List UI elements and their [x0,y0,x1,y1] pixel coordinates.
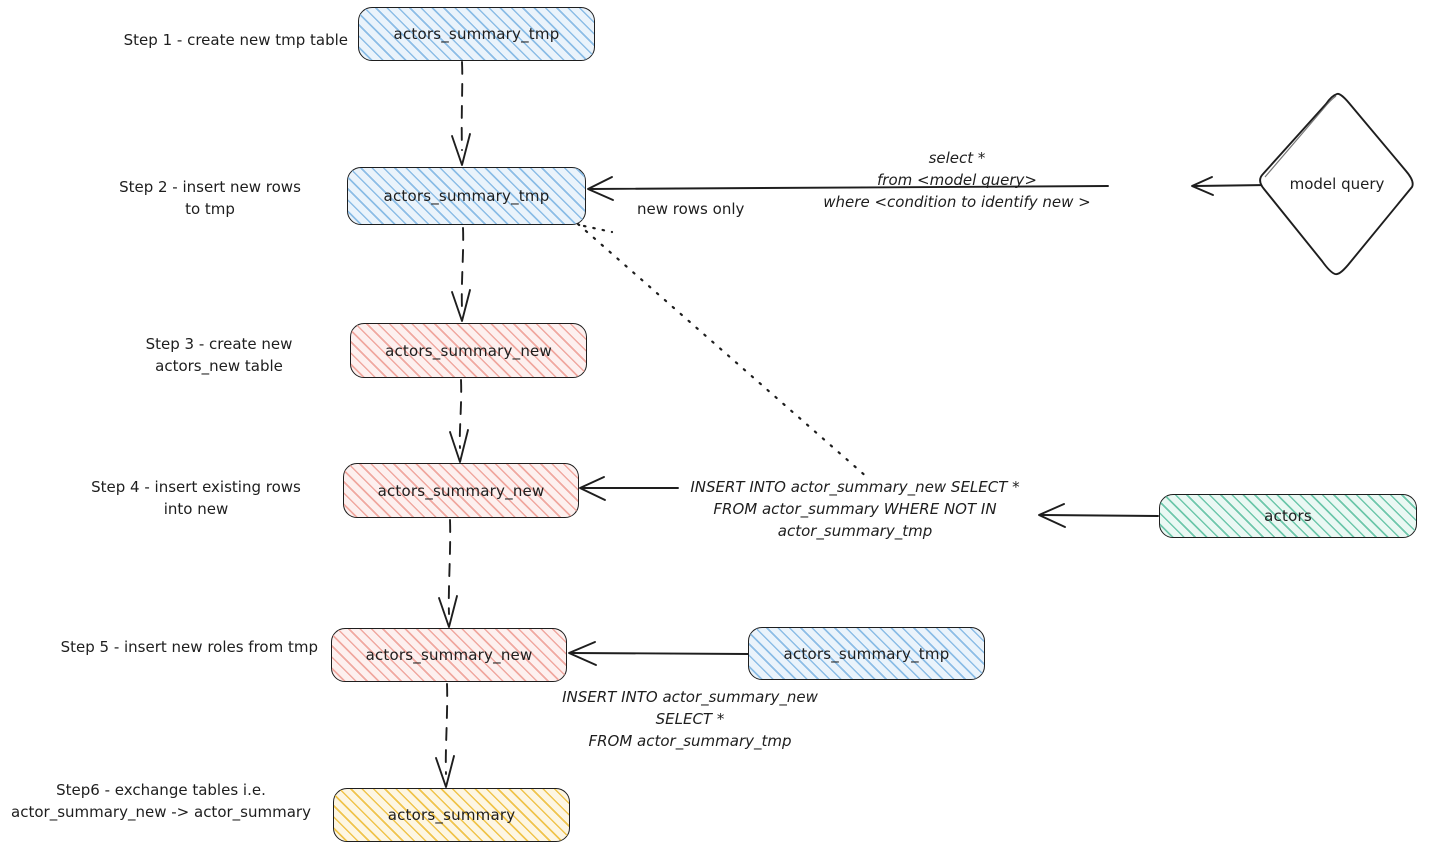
node-actors-summary-new-step5[interactable]: actors_summary_new [331,628,567,682]
diamond-shape [1259,92,1414,276]
edge-step1-to-step2 [451,61,471,166]
model-query-diamond[interactable]: model query [1256,88,1418,280]
node-label: actors_summary_new [365,646,533,664]
node-label: actors_summary [387,806,516,824]
node-actors-source[interactable]: actors [1159,494,1417,538]
edge-label-model-query-sql: select * from <model query> where <condi… [823,149,1091,211]
edge-step4-to-step5 [438,519,458,628]
caption-step2: Step 2 - insert new rows to tmp [119,178,301,218]
node-actors-summary-new-step3[interactable]: actors_summary_new [350,323,587,378]
caption-step5: Step 5 - insert new roles from tmp [60,638,318,656]
edge-note-to-step4 [579,476,679,501]
node-actors-summary-new-step4[interactable]: actors_summary_new [343,463,579,518]
node-actors-summary-tmp-step2[interactable]: actors_summary_tmp [347,167,586,225]
edge-label-new-rows-only: new rows only [637,200,745,218]
edge-step2-dotted-to-step4-note [576,222,870,480]
node-label: actors_summary_new [377,481,545,500]
node-label: actors_summary_tmp [783,644,950,663]
node-actors-summary-step6[interactable]: actors_summary [333,788,570,842]
node-actors-summary-tmp-source[interactable]: actors_summary_tmp [748,627,985,680]
node-label: actors_summary_tmp [383,187,550,205]
node-actors-summary-tmp-step1[interactable]: actors_summary_tmp [358,7,595,61]
caption-step3: Step 3 - create new actors_new table [145,335,293,375]
edge-step3-to-step4 [449,379,469,463]
node-label: actors [1264,507,1312,525]
edge-label-insert-new-roles-sql: INSERT INTO actor_summary_new SELECT * F… [562,688,818,750]
model-query-label: model query [1289,175,1385,193]
node-label: actors_summary_new [385,341,552,360]
caption-step6: Step6 - exchange tables i.e. actor_summa… [11,781,311,821]
edge-step5-to-step6 [435,683,455,788]
edge-modelquery-to-step2 [587,176,1269,201]
edge-step2-to-step3 [451,227,471,322]
edge-tmpsource-to-step5 [568,641,749,666]
edge-actors-to-step4 [1038,503,1159,528]
caption-step4: Step 4 - insert existing rows into new [91,478,301,518]
edge-label-insert-existing-sql: INSERT INTO actor_summary_new SELECT * F… [690,478,1020,540]
node-label: actors_summary_tmp [393,25,560,43]
caption-step1: Step 1 - create new tmp table [123,31,348,49]
